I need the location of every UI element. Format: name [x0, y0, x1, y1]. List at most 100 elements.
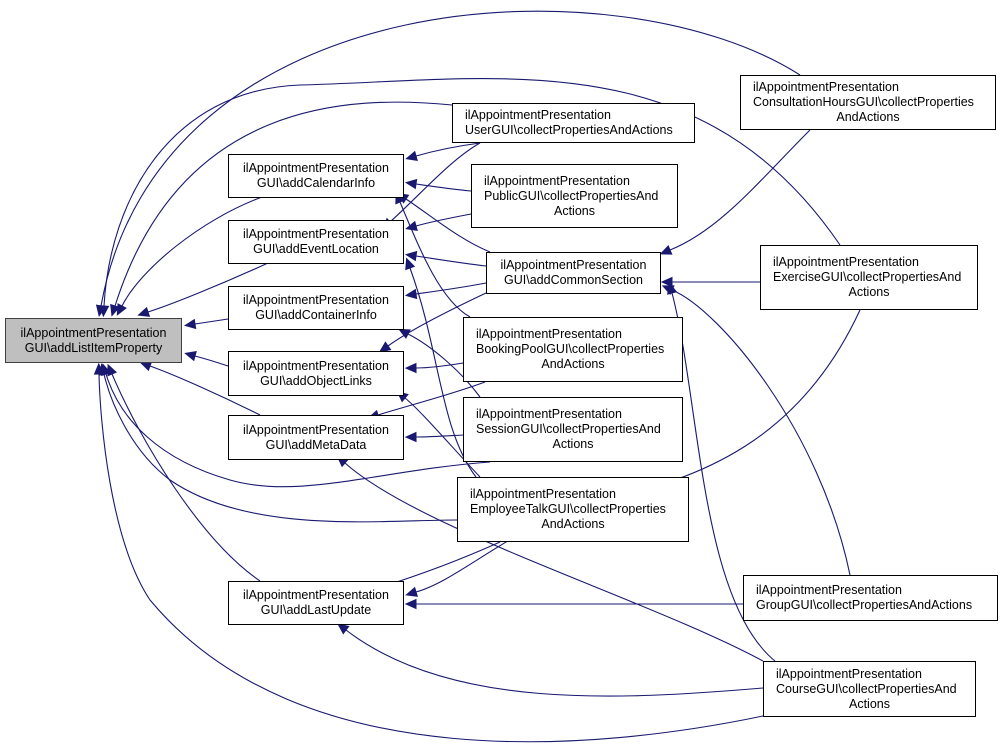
node-label-line2: ExerciseGUI\collectPropertiesAnd: [773, 270, 962, 284]
node-label-line2: GUI\addCalendarInfo: [256, 176, 376, 190]
node-label-line1: ilAppointmentPresentation: [756, 583, 902, 597]
arrowhead-icon: [98, 305, 110, 318]
edge-objlinks-to-root: [194, 355, 229, 367]
arrowhead-icon: [659, 244, 673, 255]
edge-common-to-calendar: [405, 198, 491, 253]
node-label-line2: UserGUI\collectPropertiesAndActions: [465, 123, 673, 137]
node-label-line1: ilAppointmentPresentation: [465, 108, 611, 122]
edge-booking-to-calendar: [399, 201, 471, 318]
node-add-last-update[interactable]: ilAppointmentPresentation GUI\addLastUpd…: [228, 581, 404, 625]
arrowhead-icon: [137, 306, 151, 317]
edge-public-to-event: [415, 213, 472, 227]
arrowhead-icon: [398, 328, 411, 339]
node-label-line3: AndActions: [541, 357, 605, 371]
arrowhead-icon: [404, 431, 417, 443]
arrowhead-icon: [404, 362, 417, 374]
arrowhead-icon: [405, 150, 418, 161]
node-add-container-info[interactable]: ilAppointmentPresentation GUI\addContain…: [228, 286, 404, 330]
edge-group-to-common: [671, 289, 851, 576]
node-label-line2: GUI\addListItemProperty: [24, 340, 163, 355]
arrowhead-icon: [667, 282, 678, 295]
node-add-calendar-info[interactable]: ilAppointmentPresentation GUI\addCalenda…: [228, 154, 404, 198]
node-session-gui-collect[interactable]: ilAppointmentPresentation SessionGUI\col…: [463, 397, 683, 462]
edge-consult-to-common: [669, 129, 811, 251]
node-label-line1: ilAppointmentPresentation: [243, 161, 389, 175]
node-consultation-hours-gui-collect[interactable]: ilAppointmentPresentation ConsultationHo…: [740, 75, 996, 130]
node-label-line1: ilAppointmentPresentation: [243, 422, 389, 437]
node-label-line1: ilAppointmentPresentation: [500, 258, 647, 272]
edge-employee-to-root: [103, 373, 458, 523]
arrowhead-icon: [184, 351, 197, 362]
node-label-line3: Actions: [554, 203, 595, 218]
node-course-gui-collect[interactable]: ilAppointmentPresentation CourseGUI\coll…: [763, 661, 976, 717]
node-exercise-gui-collect[interactable]: ilAppointmentPresentation ExerciseGUI\co…: [760, 245, 978, 310]
node-employee-talk-gui-collect[interactable]: ilAppointmentPresentation EmployeeTalkGU…: [457, 477, 689, 542]
arrowhead-icon: [404, 250, 418, 262]
edge-meta-to-root: [149, 365, 261, 416]
edge-calendar-to-root: [121, 196, 263, 307]
node-label-line2: GUI\addLastUpdate: [260, 603, 372, 617]
edge-user-to-root: [114, 101, 453, 307]
arrowhead-icon: [378, 341, 392, 353]
edge-public-to-calendar: [415, 183, 472, 192]
node-label-line1: ilAppointmentPresentation: [476, 407, 622, 421]
node-label-line2: ConsultationHoursGUI\collectProperties: [753, 95, 974, 109]
edge-container-to-root: [194, 318, 229, 325]
node-add-list-item-property[interactable]: ilAppointmentPresentation GUI\addListIte…: [5, 318, 182, 363]
edge-course-to-lastupdate: [345, 629, 764, 697]
node-label-line1: ilAppointmentPresentation: [243, 588, 389, 602]
edge-consult-to-root: [100, 10, 801, 307]
node-user-gui-collect[interactable]: ilAppointmentPresentation UserGUI\collec…: [452, 103, 695, 143]
arrowhead-icon: [337, 623, 350, 635]
node-label-line2: GUI\addMetaData: [265, 437, 367, 452]
edge-exercise-to-root: [103, 78, 841, 307]
edge-common-to-event: [415, 255, 487, 267]
node-label-line2: GUI\addContainerInfo: [255, 308, 377, 322]
node-group-gui-collect[interactable]: ilAppointmentPresentation GroupGUI\colle…: [743, 575, 998, 621]
edge-user-to-event: [389, 142, 481, 223]
node-label-line2: GroupGUI\collectPropertiesAndActions: [756, 598, 973, 612]
arrowhead-icon: [93, 362, 105, 375]
arrowhead-icon: [405, 220, 418, 231]
node-label-line1: ilAppointmentPresentation: [476, 327, 622, 341]
arrowhead-icon: [183, 318, 197, 330]
arrowhead-icon: [110, 303, 121, 317]
node-add-common-section[interactable]: ilAppointmentPresentation GUI\addCommonS…: [486, 252, 661, 294]
node-label-line2: GUI\addCommonSection: [504, 273, 643, 287]
node-label-line1: ilAppointmentPresentation: [776, 666, 922, 681]
node-label-line2: GUI\addObjectLinks: [260, 373, 372, 388]
node-label-line2: EmployeeTalkGUI\collectProperties: [470, 502, 666, 516]
node-add-meta-data[interactable]: ilAppointmentPresentation GUI\addMetaDat…: [228, 415, 404, 460]
node-label-line1: ilAppointmentPresentation: [484, 173, 630, 188]
node-add-event-location[interactable]: ilAppointmentPresentation GUI\addEventLo…: [228, 220, 404, 264]
edge-course-to-meta: [344, 462, 764, 662]
node-label-line3: AndActions: [836, 110, 900, 124]
edge-common-to-objlinks: [387, 292, 487, 347]
edge-event-to-root: [147, 262, 269, 313]
edge-user-to-calendar: [415, 142, 481, 157]
arrowhead-icon: [116, 303, 127, 316]
arrowhead-icon: [404, 178, 418, 190]
node-label-line1: ilAppointmentPresentation: [243, 358, 389, 373]
node-public-gui-collect[interactable]: ilAppointmentPresentation PublicGUI\coll…: [471, 164, 678, 228]
edge-session-to-container: [407, 333, 481, 398]
edge-session-to-root: [105, 373, 491, 488]
node-label-line3: Actions: [552, 437, 594, 451]
node-label-line3: Actions: [849, 696, 890, 711]
arrowhead-icon: [139, 361, 153, 372]
node-booking-pool-gui-collect[interactable]: ilAppointmentPresentation BookingPoolGUI…: [463, 317, 683, 382]
node-label-line1: ilAppointmentPresentation: [773, 255, 919, 269]
arrowhead-icon: [405, 257, 416, 271]
node-label-line2: CourseGUI\collectPropertiesAnd: [776, 681, 957, 696]
edge-booking-to-objlinks: [415, 362, 464, 369]
edge-session-to-meta: [415, 434, 464, 438]
arrowhead-icon: [404, 288, 418, 300]
arrowhead-icon: [404, 598, 417, 610]
node-label-line2: BookingPoolGUI\collectProperties: [476, 342, 665, 356]
node-label-line1: ilAppointmentPresentation: [243, 293, 389, 307]
node-label-line1: ilAppointmentPresentation: [243, 227, 389, 241]
node-add-object-links[interactable]: ilAppointmentPresentation GUI\addObjectL…: [228, 351, 404, 396]
edge-employee-to-objlinks: [404, 397, 481, 478]
